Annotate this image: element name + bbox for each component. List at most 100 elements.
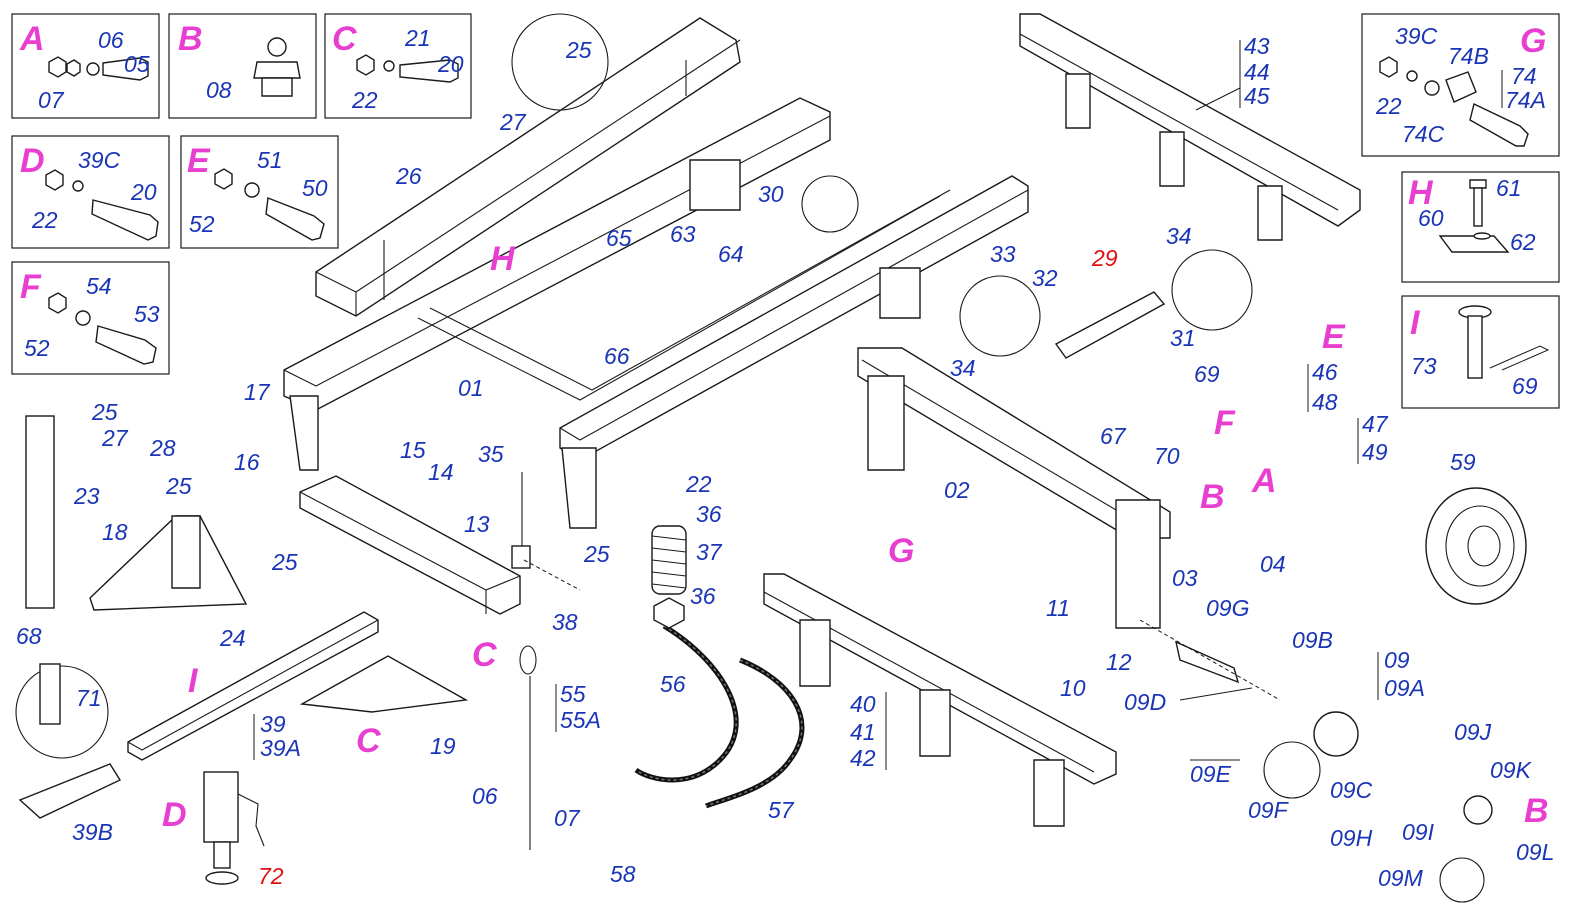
nut-icon xyxy=(48,56,67,78)
detail-ref-letter: G xyxy=(888,532,914,570)
part-number: 74B xyxy=(1448,43,1489,69)
part-number: 09H xyxy=(1330,825,1373,851)
detail-ref-letter: C xyxy=(356,722,381,760)
part-number: 39B xyxy=(72,819,113,845)
svg-text:A: A xyxy=(19,20,45,58)
part-number: 69 xyxy=(1194,361,1220,387)
part-number: 07 xyxy=(38,87,65,113)
part-number: 46 xyxy=(1312,359,1338,385)
part-number: 22 xyxy=(351,87,378,113)
part-number: 34 xyxy=(950,355,976,381)
part-number: 29 xyxy=(1091,245,1118,271)
part-number: 16 xyxy=(234,449,260,475)
detail-ref-letter: F xyxy=(1214,404,1236,442)
detail-ref-letter: E xyxy=(1322,318,1346,356)
part-number: 63 xyxy=(670,221,696,247)
detail-box-H: H 61 60 62 xyxy=(1401,171,1560,283)
part-number: 74A xyxy=(1505,87,1546,113)
nut-icon xyxy=(356,54,375,76)
nut-icon xyxy=(45,169,64,191)
part-number: 62 xyxy=(1510,229,1536,255)
rod-35 xyxy=(511,472,531,569)
part-number: 06 xyxy=(98,27,124,53)
part-number: 12 xyxy=(1106,649,1132,675)
part-number: 64 xyxy=(718,241,744,267)
tube-39 xyxy=(127,611,379,761)
part-number: 09E xyxy=(1190,761,1232,787)
part-number: 39A xyxy=(260,735,301,761)
detail-box-C: C 21 20 22 xyxy=(324,13,472,119)
part-number: 60 xyxy=(1418,205,1444,231)
part-number: 56 xyxy=(660,671,686,697)
detail-ref-letter: B xyxy=(1524,792,1549,830)
part-number: 09 xyxy=(1384,647,1410,673)
part-number: 20 xyxy=(130,179,157,205)
wheel-59 xyxy=(1425,487,1527,605)
detail-box-A: A 06 05 07 xyxy=(11,13,160,119)
part-number: 10 xyxy=(1060,675,1086,701)
part-number: 57 xyxy=(768,797,795,823)
part-number: 18 xyxy=(102,519,128,545)
part-number: 48 xyxy=(1312,389,1338,415)
part-number: 67 xyxy=(1100,423,1127,449)
svg-text:F: F xyxy=(20,268,42,306)
detail-circle-25-27 xyxy=(511,13,609,111)
part-number: 49 xyxy=(1362,439,1388,465)
part-number: 11 xyxy=(1046,595,1070,621)
part-number: 41 xyxy=(850,719,876,745)
part-number: 69 xyxy=(1512,373,1538,399)
part-number: 20 xyxy=(437,51,464,77)
part-number: 05 xyxy=(124,51,150,77)
part-number: 03 xyxy=(1172,565,1198,591)
part-number: 25 xyxy=(583,541,610,567)
part-number: 13 xyxy=(464,511,490,537)
labels-letters: H E F B A G B I D C C xyxy=(162,240,1549,834)
part-number: 09M xyxy=(1378,865,1424,891)
part-number: 52 xyxy=(189,211,215,237)
part-number: 28 xyxy=(149,435,176,461)
part-number: 30 xyxy=(758,181,784,207)
part-number: 22 xyxy=(685,471,712,497)
part-number: 34 xyxy=(1166,223,1192,249)
part-number: 55 xyxy=(560,681,586,707)
detail-ref-letter: B xyxy=(1200,478,1225,516)
part-number: 55A xyxy=(560,707,601,733)
nut-icon xyxy=(214,168,233,190)
svg-text:D: D xyxy=(20,142,45,180)
part-number: 27 xyxy=(499,109,527,135)
nut-icon xyxy=(48,292,67,314)
stand-18 xyxy=(89,515,248,611)
part-number: 51 xyxy=(257,147,283,173)
detail-ref-letter: A xyxy=(1251,462,1277,500)
detail-box-F: F 54 53 52 xyxy=(11,261,170,375)
part-number: 59 xyxy=(1450,449,1476,475)
hitch-beam-13 xyxy=(299,475,521,615)
detail-box-E: E 51 50 52 xyxy=(180,135,339,249)
part-number: 54 xyxy=(86,273,112,299)
part-number: 01 xyxy=(458,375,484,401)
plate-19 xyxy=(299,655,469,713)
part-number: 33 xyxy=(990,241,1016,267)
part-number: 09K xyxy=(1490,757,1533,783)
spring-37 xyxy=(651,525,687,629)
svg-text:C: C xyxy=(332,20,357,58)
part-number: 71 xyxy=(76,685,102,711)
part-number: 25 xyxy=(271,549,298,575)
part-number: 15 xyxy=(400,437,426,463)
part-number: 04 xyxy=(1260,551,1286,577)
part-number: 25 xyxy=(91,399,118,425)
detail-box-D: D 39C 20 22 xyxy=(11,135,170,249)
hydraulic-cylinder-29 xyxy=(959,249,1253,359)
main-frame-01 xyxy=(283,97,1029,529)
part-number: 39C xyxy=(78,147,121,173)
grease-nipple-icon xyxy=(267,37,287,57)
part-number: 09C xyxy=(1330,777,1373,803)
cross-member-40-42 xyxy=(763,573,1117,827)
part-number: 09J xyxy=(1454,719,1492,745)
part-number: 25 xyxy=(165,473,192,499)
svg-text:I: I xyxy=(1410,304,1421,342)
detail-circle-30 xyxy=(801,175,859,233)
part-number: 47 xyxy=(1362,411,1389,437)
part-number: 72 xyxy=(258,863,284,889)
